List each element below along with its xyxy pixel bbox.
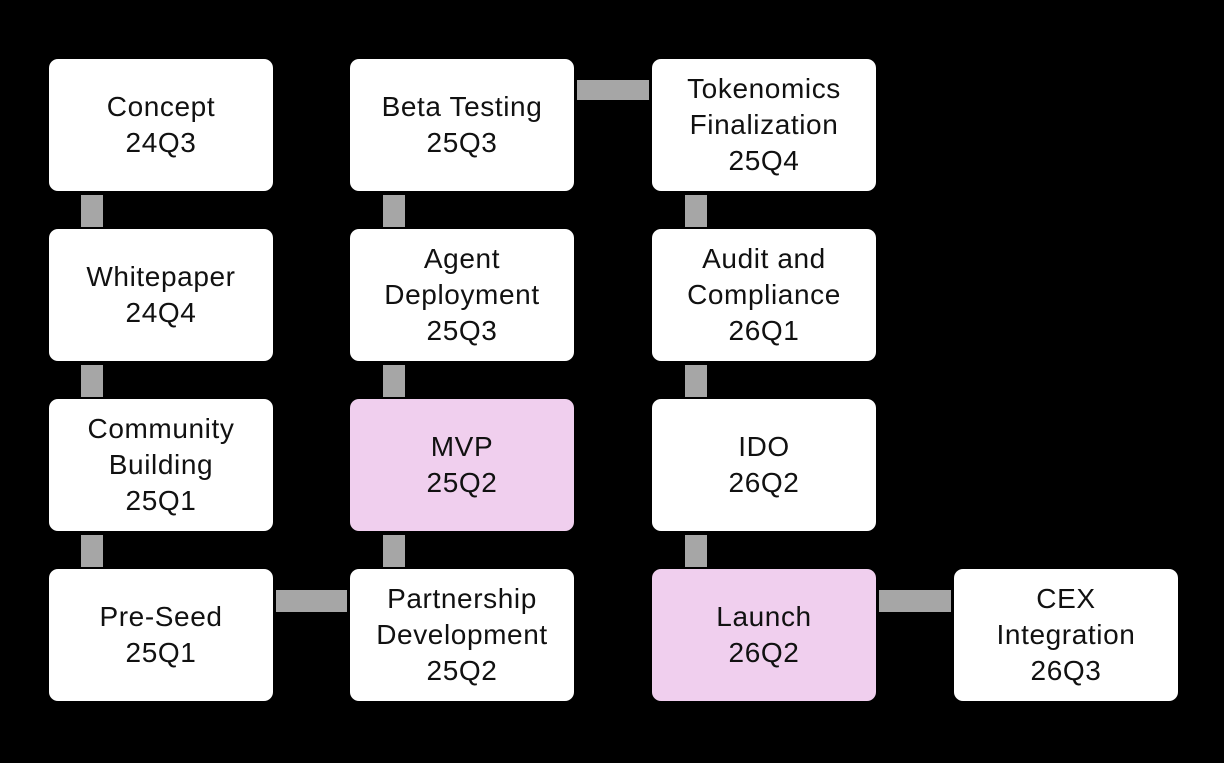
node-partnership-title-line1: Partnership [387,583,537,614]
node-whitepaper-title: Whitepaper [86,261,236,292]
node-pre-seed: Pre-Seed 25Q1 [49,569,273,701]
node-audit-compliance: Audit and Compliance 26Q1 [652,229,876,361]
node-cex-date: 26Q3 [1030,655,1102,686]
node-cex-title-line2: Integration [996,619,1136,650]
node-audit-title-line1: Audit and [702,243,826,274]
connector-concept-whitepaper [81,195,103,227]
node-tokenomics-finalization: Tokenomics Finalization 25Q4 [652,59,876,191]
connector-ido-launch [685,535,707,567]
node-ido-title: IDO [738,431,790,462]
node-community-building: Community Building 25Q1 [49,399,273,531]
node-ido-date: 26Q2 [728,467,800,498]
node-community-title-line1: Community [87,413,235,444]
node-ido: IDO 26Q2 [652,399,876,531]
node-partnership-development: Partnership Development 25Q2 [350,569,574,701]
node-launch-title: Launch [716,601,812,632]
node-tokenomics-title-line1: Tokenomics [687,73,841,104]
node-tokenomics-date: 25Q4 [728,145,800,176]
connector-whitepaper-community [81,365,103,397]
connector-community-preseed [81,535,103,567]
node-beta-testing: Beta Testing 25Q3 [350,59,574,191]
node-partnership-date: 25Q2 [426,655,498,686]
node-agent-title-line1: Agent [423,243,501,274]
node-preseed-title: Pre-Seed [99,601,223,632]
node-mvp-title: MVP [430,431,494,462]
node-mvp: MVP 25Q2 [350,399,574,531]
node-concept-title: Concept [106,91,216,122]
connector-agent-beta [383,195,405,227]
connector-launch-cex [879,590,951,612]
connector-tokenomics-audit [685,195,707,227]
node-cex-integration: CEX Integration 26Q3 [954,569,1178,701]
node-beta-date: 25Q3 [426,127,498,158]
node-concept-date: 24Q3 [125,127,197,158]
connector-partnership-mvp [383,535,405,567]
node-audit-date: 26Q1 [728,315,800,346]
node-agent-deployment: Agent Deployment 25Q3 [350,229,574,361]
node-audit-title-line2: Compliance [687,279,841,310]
connector-preseed-partnership [276,590,347,612]
node-mvp-date: 25Q2 [426,467,498,498]
node-agent-title-line2: Deployment [384,279,540,310]
node-launch: Launch 26Q2 [652,569,876,701]
connector-mvp-agent [383,365,405,397]
connector-beta-tokenomics [577,80,649,100]
node-community-title-line2: Building [108,449,214,480]
node-whitepaper-date: 24Q4 [125,297,197,328]
node-beta-title: Beta Testing [381,91,543,122]
node-community-date: 25Q1 [125,485,197,516]
node-preseed-date: 25Q1 [125,637,197,668]
connector-audit-ido [685,365,707,397]
node-partnership-title-line2: Development [376,619,548,650]
node-whitepaper: Whitepaper 24Q4 [49,229,273,361]
node-agent-date: 25Q3 [426,315,498,346]
node-cex-title-line1: CEX [1036,583,1096,614]
node-launch-date: 26Q2 [728,637,800,668]
node-tokenomics-title-line2: Finalization [689,109,839,140]
node-concept: Concept 24Q3 [49,59,273,191]
